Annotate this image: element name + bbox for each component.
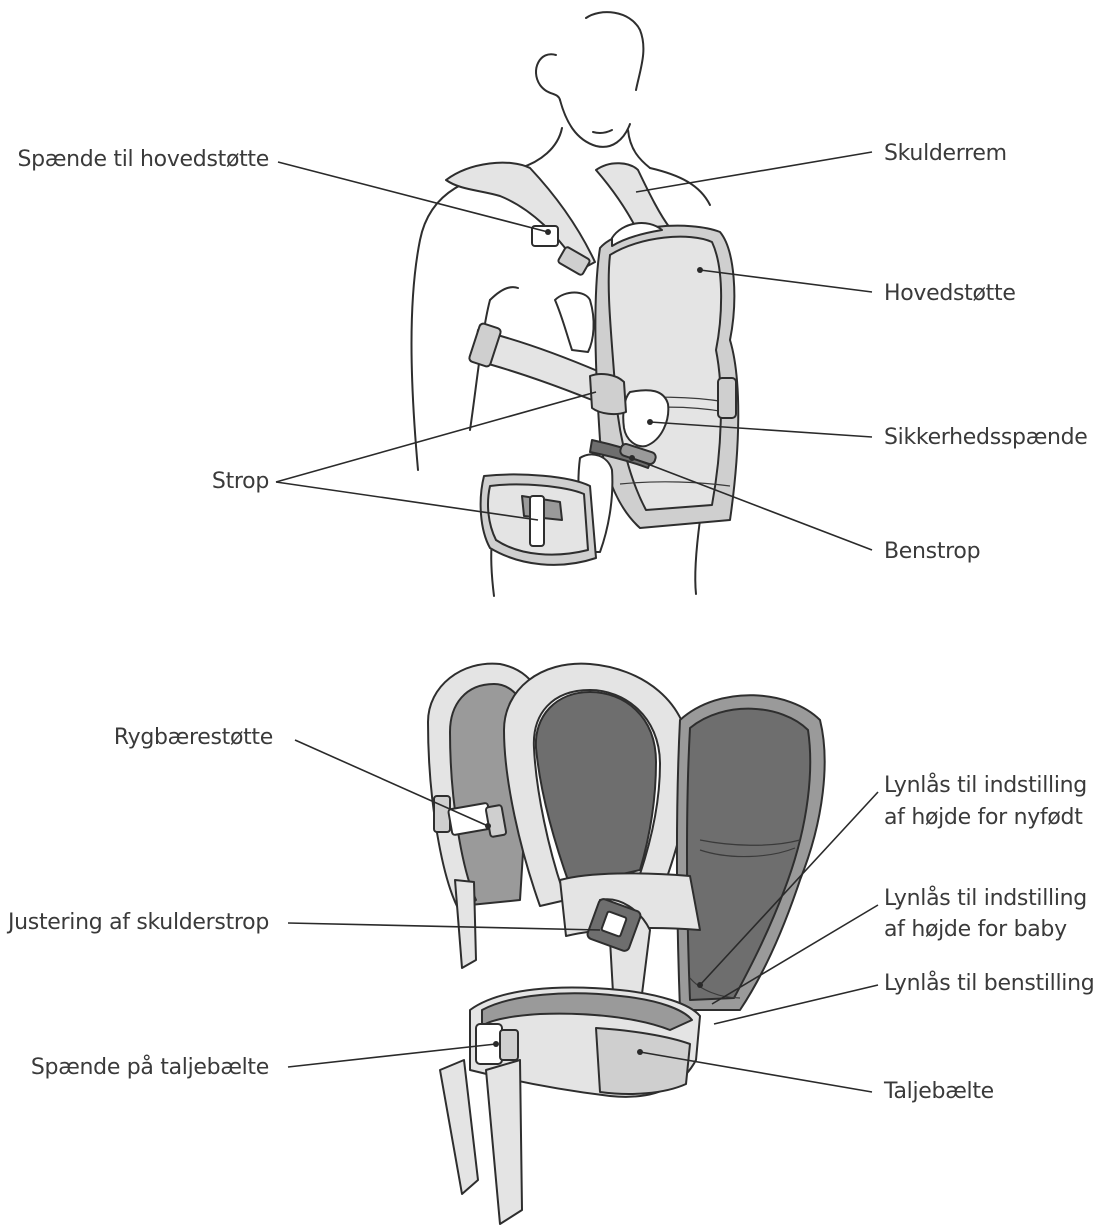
label-head-support: Hovedstøtte <box>884 281 1016 306</box>
shoulder-straps <box>445 161 671 401</box>
label-zip-newborn-2: af højde for nyfødt <box>884 805 1083 830</box>
label-safety-buckle: Sikkerhedsspænde <box>884 425 1088 450</box>
label-zip-newborn-1: Lynlås til indstilling <box>884 773 1087 798</box>
label-shoulder-strap: Skulderrem <box>884 141 1007 166</box>
label-waist-belt-buckle: Spænde på taljebælte <box>30 1055 269 1080</box>
label-zip-baby-1: Lynlås til indstilling <box>884 886 1087 911</box>
label-waist-belt: Taljebælte <box>884 1079 994 1104</box>
leader-endpoints <box>485 229 703 1055</box>
label-back-support: Rygbærestøtte <box>113 725 273 750</box>
waist-belt-top <box>479 473 597 566</box>
leader-lines <box>275 151 879 1093</box>
label-head-support-buckle: Spænde til hovedstøtte <box>17 147 270 172</box>
label-leg-strap: Benstrop <box>884 539 981 564</box>
carrier-standalone <box>427 662 826 1225</box>
label-strap: Strop <box>211 469 269 494</box>
label-shoulder-strap-adjust: Justering af skulderstrop <box>7 910 269 935</box>
label-zip-legs: Lynlås til benstilling <box>884 971 1095 996</box>
label-zip-baby-2: af højde for baby <box>884 917 1067 942</box>
carrier-front-panel <box>554 222 740 553</box>
